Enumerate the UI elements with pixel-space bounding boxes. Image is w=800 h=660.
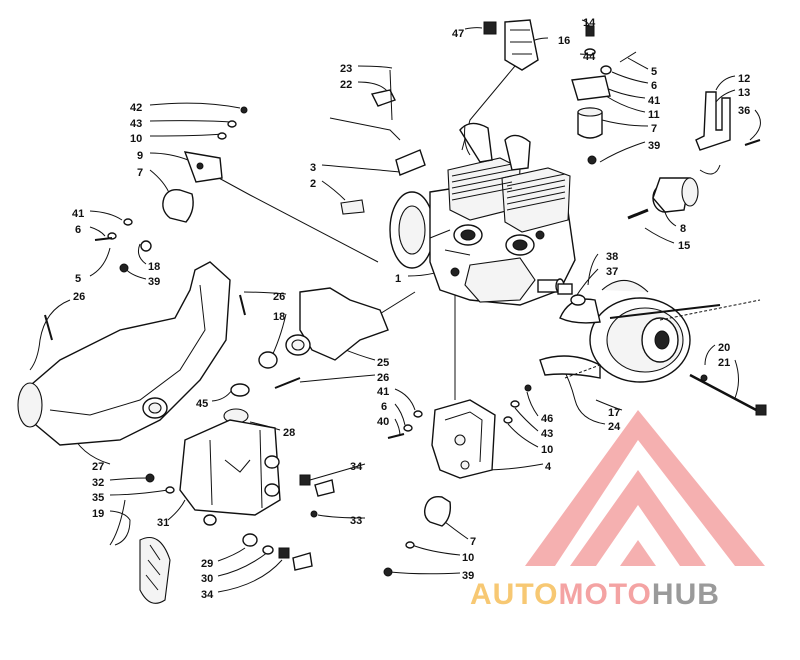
watermark-auto: AUTO: [470, 578, 559, 611]
callout-c19: 19: [92, 508, 104, 520]
muffler: [109, 383, 281, 604]
callout-c30: 30: [201, 573, 213, 585]
callout-c4: 4: [545, 461, 552, 473]
callout-c41b: 41: [72, 208, 84, 220]
spacer-parts: [557, 283, 586, 306]
callout-c16: 16: [558, 35, 570, 47]
callout-c43b: 43: [541, 428, 553, 440]
callout-c14: 14: [583, 17, 596, 29]
callout-c18b: 18: [273, 311, 285, 323]
callout-c12: 12: [738, 73, 750, 85]
watermark-hub: HUB: [651, 578, 720, 611]
callout-c8: 8: [680, 223, 686, 235]
callout-c41a: 41: [648, 95, 660, 107]
callout-c1: 1: [395, 273, 401, 285]
callout-c10a: 10: [130, 133, 142, 145]
left-upper-bracket: [94, 106, 248, 273]
lower-mount: [383, 495, 452, 577]
callout-c29: 29: [201, 558, 213, 570]
callout-c28: 28: [283, 427, 295, 439]
callout-c23: 23: [340, 63, 352, 75]
upper-right-mount: [571, 25, 637, 165]
callout-c42: 42: [130, 102, 142, 114]
callout-c34a: 34: [350, 461, 363, 473]
callout-c38: 38: [606, 251, 618, 263]
exhaust-pipe: [17, 261, 231, 446]
spring-bracket: [695, 91, 761, 175]
bushing-shaft: [627, 177, 699, 220]
drive-clutch: [539, 279, 761, 383]
callout-c24: 24: [608, 421, 621, 433]
callout-c45: 45: [196, 398, 208, 410]
callout-c47: 47: [452, 28, 464, 40]
callout-c20: 20: [718, 342, 730, 354]
callout-c46: 46: [541, 413, 553, 425]
small-plates: [340, 69, 426, 215]
top-bracket: [483, 19, 539, 71]
muffler-nuts: [242, 474, 335, 571]
callout-c40: 40: [377, 416, 389, 428]
watermark-moto: MOTO: [558, 578, 652, 611]
callout-c26b: 26: [273, 291, 285, 303]
watermark-wordmark: AUTOMOTOHUB: [470, 578, 720, 612]
callout-c22: 22: [340, 79, 352, 91]
callout-c6b: 6: [75, 224, 81, 236]
callout-c44: 44: [583, 51, 596, 63]
callout-c43a: 43: [130, 118, 142, 130]
callout-c7b: 7: [137, 167, 143, 179]
watermark-logo: [525, 410, 765, 566]
callout-c5a: 5: [651, 66, 657, 78]
callout-c36: 36: [738, 105, 750, 117]
callout-c39c: 39: [462, 570, 474, 582]
callout-c39a: 39: [648, 140, 660, 152]
callout-c37: 37: [606, 266, 618, 278]
callout-c17: 17: [608, 407, 620, 419]
exhaust-manifold: [239, 287, 389, 389]
callout-c26c: 26: [377, 372, 389, 384]
callout-c39b: 39: [148, 276, 160, 288]
callout-c34b: 34: [201, 589, 214, 601]
callout-c18a: 18: [148, 261, 160, 273]
callout-c6c: 6: [381, 401, 387, 413]
callout-c2: 2: [310, 178, 316, 190]
callout-c10b: 10: [541, 444, 553, 456]
callout-c27: 27: [92, 461, 104, 473]
crank-bolt: [689, 373, 767, 416]
callout-c41c: 41: [377, 386, 389, 398]
callout-c7a: 7: [651, 123, 657, 135]
callout-c5b: 5: [75, 273, 81, 285]
callout-c9: 9: [137, 150, 143, 162]
callout-c13: 13: [738, 87, 750, 99]
callout-c35: 35: [92, 492, 104, 504]
callout-c10c: 10: [462, 552, 474, 564]
callout-c33: 33: [350, 515, 362, 527]
leader-lines: [29, 19, 761, 593]
callout-c32: 32: [92, 477, 104, 489]
lower-bracket: [387, 384, 532, 479]
callout-c6a: 6: [651, 80, 657, 92]
callout-c7c: 7: [470, 536, 476, 548]
callout-c25: 25: [377, 357, 389, 369]
callout-c11: 11: [648, 109, 660, 121]
callout-c21: 21: [718, 357, 730, 369]
callout-c15: 15: [678, 240, 690, 252]
callout-c31: 31: [157, 517, 169, 529]
callout-c3: 3: [310, 162, 316, 174]
callout-c26a: 26: [73, 291, 85, 303]
engine-block: [389, 122, 576, 306]
